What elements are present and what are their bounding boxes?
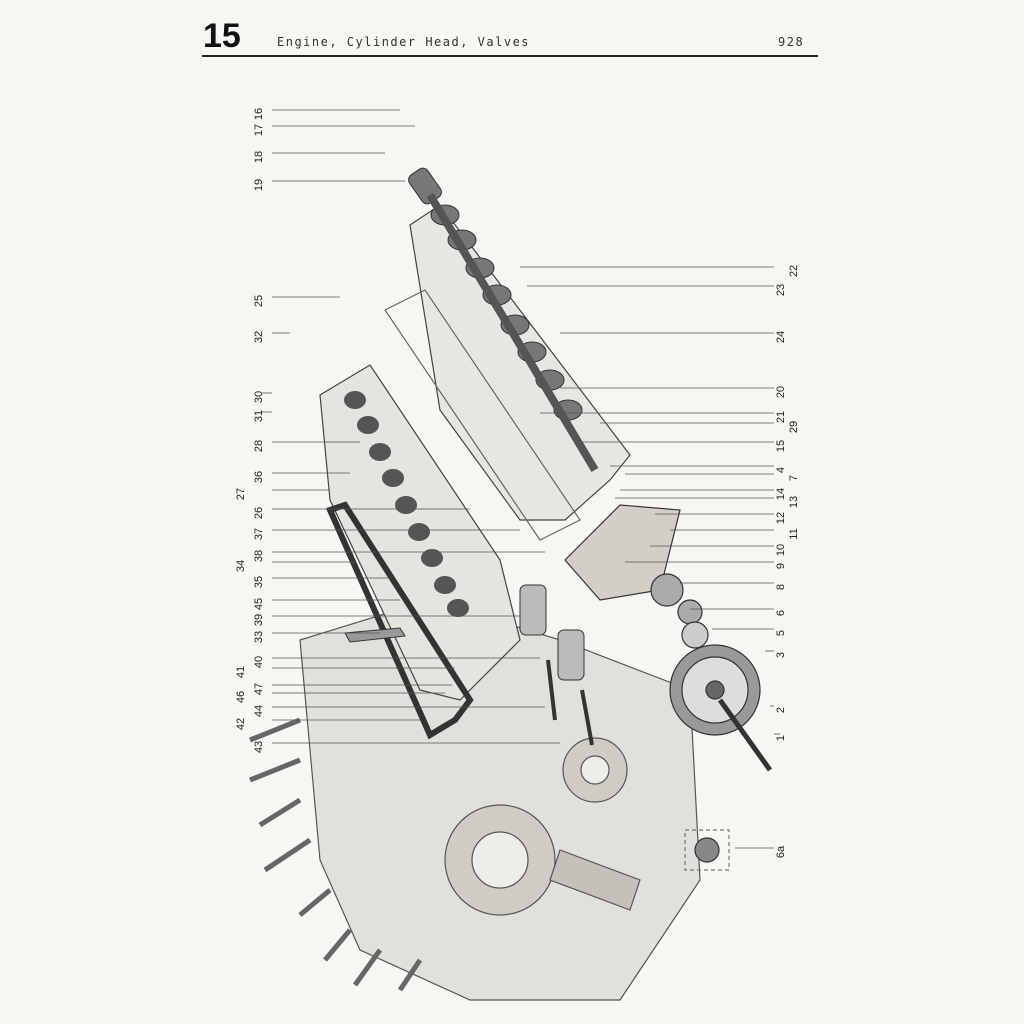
callout-number: 33 [253,631,265,643]
valve-assemblies-illustration [344,584,594,746]
callout-number: 43 [253,741,265,753]
callout-number: 44 [253,705,265,717]
callout-number: 35 [253,576,265,588]
callout-number: 46 [235,691,247,703]
callout-number: 6 [775,610,787,616]
timing-gear-illustration [564,504,773,871]
callout-number: 14 [775,488,787,500]
callout-number: 27 [235,488,247,500]
callout-number: 31 [253,410,265,422]
callout-number: 25 [253,295,265,307]
callout-number: 15 [775,440,787,452]
callout-number: 18 [253,151,265,163]
callout-number: 6a [775,845,787,858]
callout-number: 2 [775,707,787,713]
callout-number: 30 [253,391,265,403]
callout-number: 10 [775,544,787,556]
callout-number: 7 [788,475,800,481]
callout-leader-lines [262,109,780,849]
callout-number: 20 [775,386,787,398]
callout-number: 32 [253,331,265,343]
callout-number: 8 [775,584,787,590]
callout-labels: 1617181925323130283627263738343545393340… [235,108,800,858]
callout-number: 1 [775,735,787,741]
callout-number: 34 [235,560,247,572]
callout-number: 36 [253,471,265,483]
callout-number: 3 [775,652,787,658]
callout-number: 23 [775,284,787,296]
callout-number: 39 [253,614,265,626]
callout-number: 19 [253,179,265,191]
head-gasket-illustration [325,501,474,740]
callout-number: 17 [253,124,265,136]
callout-number: 12 [775,512,787,524]
callout-number: 29 [788,421,800,433]
model-number: 928 [778,35,805,49]
callout-number: 37 [253,528,265,540]
camshaft-illustration [408,167,599,473]
callout-number: 26 [253,507,265,519]
callout-number: 21 [775,411,787,423]
callout-number: 5 [775,630,787,636]
callout-number: 16 [253,108,265,120]
engine-block-illustration [249,599,701,1001]
callout-number: 45 [253,598,265,610]
callout-number: 13 [788,496,800,508]
callout-number: 24 [775,331,787,343]
callout-number: 28 [253,440,265,452]
callout-number: 4 [775,467,787,473]
header-rule [202,55,818,57]
page-title: Engine, Cylinder Head, Valves [277,35,531,49]
callout-number: 38 [253,550,265,562]
section-number: 15 [203,17,241,55]
page-header: 15 Engine, Cylinder Head, Valves 928 [0,0,1024,70]
callout-number: 47 [253,683,265,695]
callout-number: 42 [235,718,247,730]
callout-number: 11 [788,528,800,539]
callout-number: 41 [235,666,247,678]
callout-number: 9 [775,563,787,569]
callout-number: 22 [788,265,800,277]
callout-number: 40 [253,656,265,668]
